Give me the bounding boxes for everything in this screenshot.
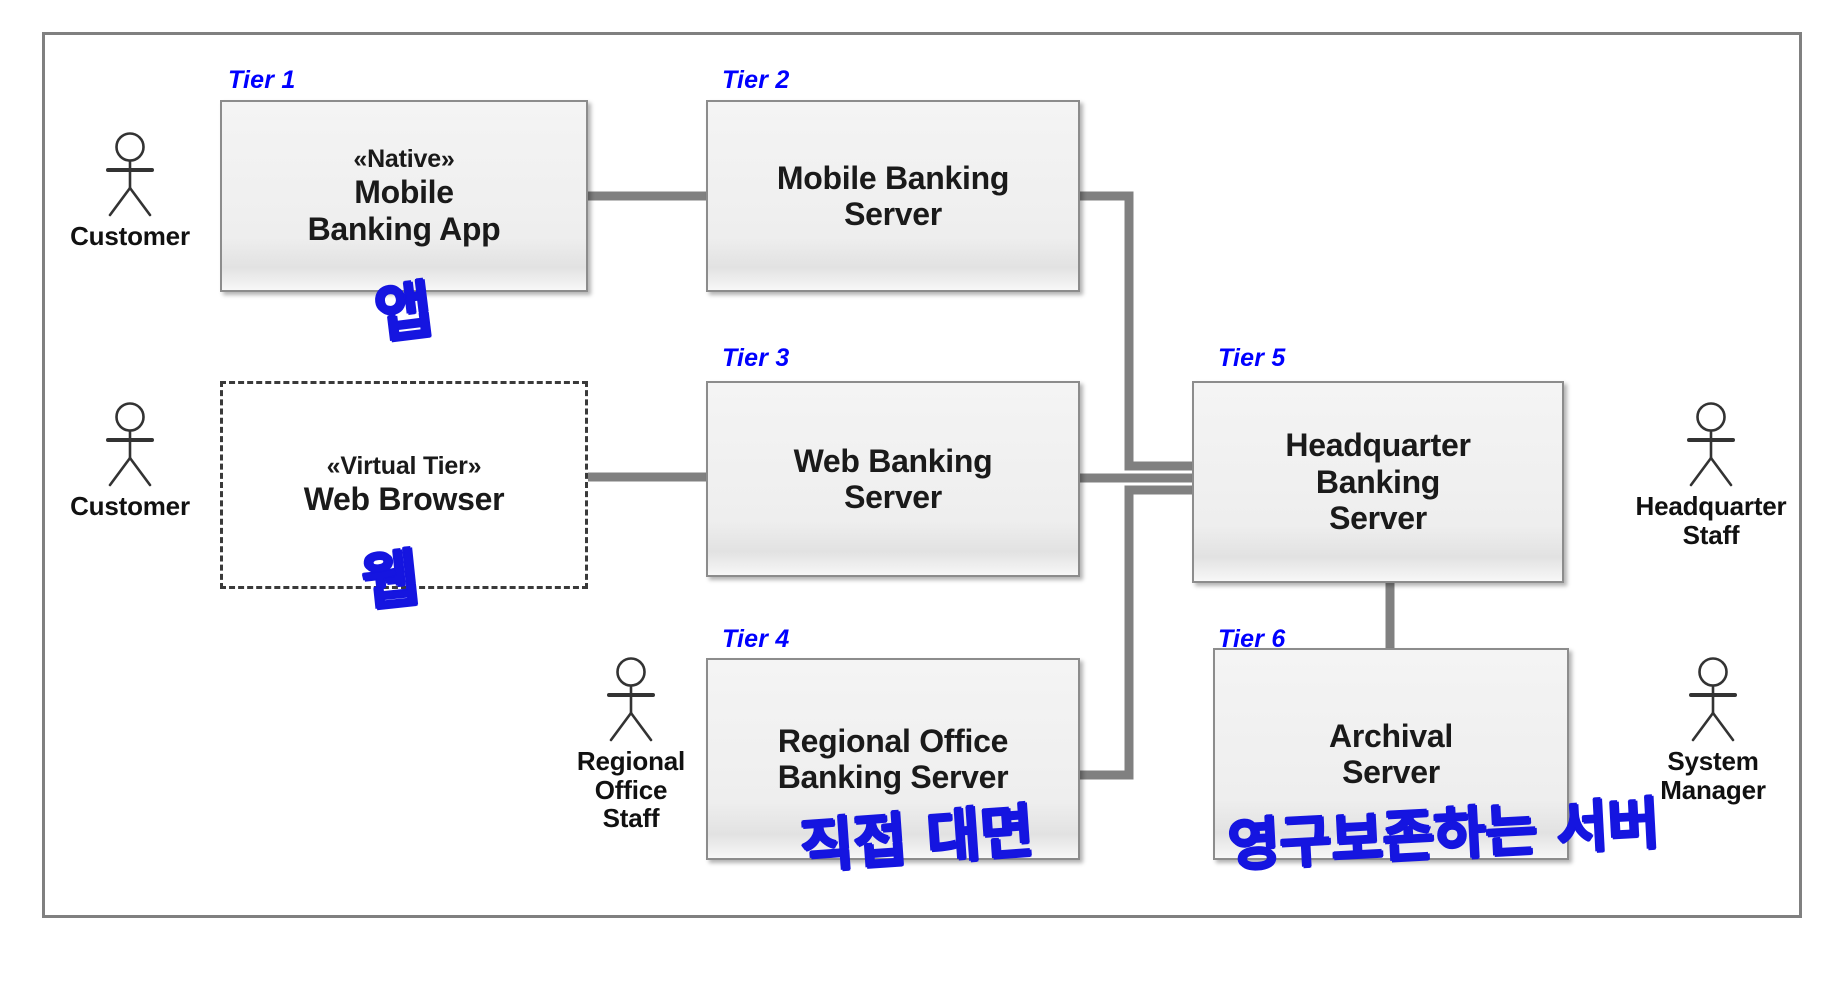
actor-customer-web[interactable]: Customer [55, 400, 205, 521]
node-mobile-banking-app[interactable]: «Native» Mobile Banking App [220, 100, 588, 292]
actor-customer-mobile[interactable]: Customer [55, 130, 205, 251]
tier-label-4: Tier 4 [722, 625, 790, 653]
actor-stick-figure-icon [1674, 655, 1752, 745]
actor-stick-figure-icon [1672, 400, 1750, 490]
node-stereotype: «Virtual Tier» [326, 452, 482, 481]
tier-label-1: Tier 1 [228, 66, 296, 94]
tier-label-3: Tier 3 [722, 344, 790, 372]
node-title: Mobile Banking App [307, 174, 501, 247]
node-title: Headquarter Banking Server [1285, 427, 1471, 537]
actor-stick-figure-icon [91, 130, 169, 220]
actor-stick-figure-icon [91, 400, 169, 490]
tier-label-5: Tier 5 [1218, 344, 1286, 372]
actor-system-manager[interactable]: System Manager [1618, 655, 1808, 804]
actor-headquarter-staff[interactable]: Headquarter Staff [1606, 400, 1816, 549]
node-title: Mobile Banking Server [776, 159, 1010, 232]
node-web-banking-server[interactable]: Web Banking Server [706, 381, 1080, 577]
node-mobile-banking-server[interactable]: Mobile Banking Server [706, 100, 1080, 292]
actor-stick-figure-icon [592, 655, 670, 745]
actor-label: Customer [70, 491, 190, 521]
node-regional-office-banking-server[interactable]: Regional Office Banking Server [706, 658, 1080, 860]
node-stereotype: «Native» [353, 145, 455, 174]
tier-label-2: Tier 2 [722, 66, 790, 94]
actor-regional-office-staff[interactable]: Regional Office Staff [556, 655, 706, 833]
node-title: Web Banking Server [793, 442, 993, 515]
actor-label: Regional Office Staff [576, 746, 686, 834]
node-web-browser[interactable]: «Virtual Tier» Web Browser [220, 381, 588, 589]
actor-label: Headquarter Staff [1635, 491, 1787, 550]
node-title: Web Browser [303, 481, 505, 518]
actor-label: System Manager [1660, 746, 1766, 805]
node-archival-server[interactable]: Archival Server [1213, 648, 1569, 860]
node-title: Regional Office Banking Server [777, 722, 1009, 795]
actor-label: Customer [70, 221, 190, 251]
node-headquarter-banking-server[interactable]: Headquarter Banking Server [1192, 381, 1564, 583]
node-title: Archival Server [1329, 717, 1453, 790]
